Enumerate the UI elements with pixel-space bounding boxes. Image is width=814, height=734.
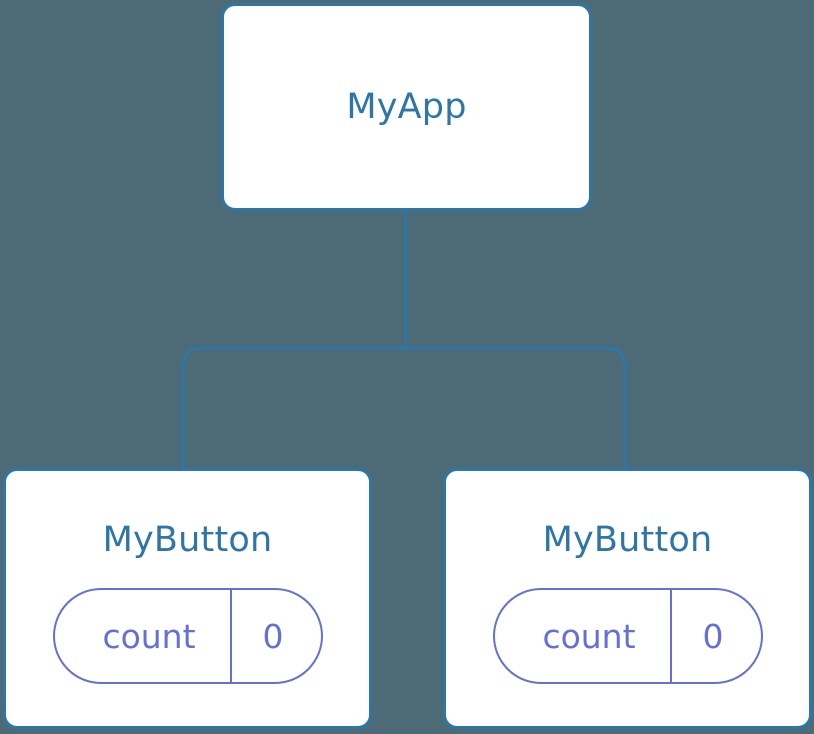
node-myapp[interactable]: MyApp xyxy=(221,3,592,211)
node-mybutton-right-label: MyButton xyxy=(542,520,713,560)
state-key-left: count xyxy=(102,616,196,656)
node-mybutton-left-label: MyButton xyxy=(102,520,273,560)
state-divider-right xyxy=(669,590,672,682)
state-pill-left[interactable]: count 0 xyxy=(52,588,323,684)
edge-to-child-right xyxy=(405,346,627,470)
state-value-right: 0 xyxy=(702,616,724,656)
node-myapp-label: MyApp xyxy=(346,86,467,127)
node-mybutton-right[interactable]: MyButton count 0 xyxy=(443,468,812,729)
node-mybutton-left[interactable]: MyButton count 0 xyxy=(3,468,372,729)
state-value-left: 0 xyxy=(262,616,284,656)
state-divider-left xyxy=(229,590,232,682)
edge-to-child-left xyxy=(181,346,406,470)
state-pill-right[interactable]: count 0 xyxy=(492,588,763,684)
state-key-right: count xyxy=(542,616,636,656)
